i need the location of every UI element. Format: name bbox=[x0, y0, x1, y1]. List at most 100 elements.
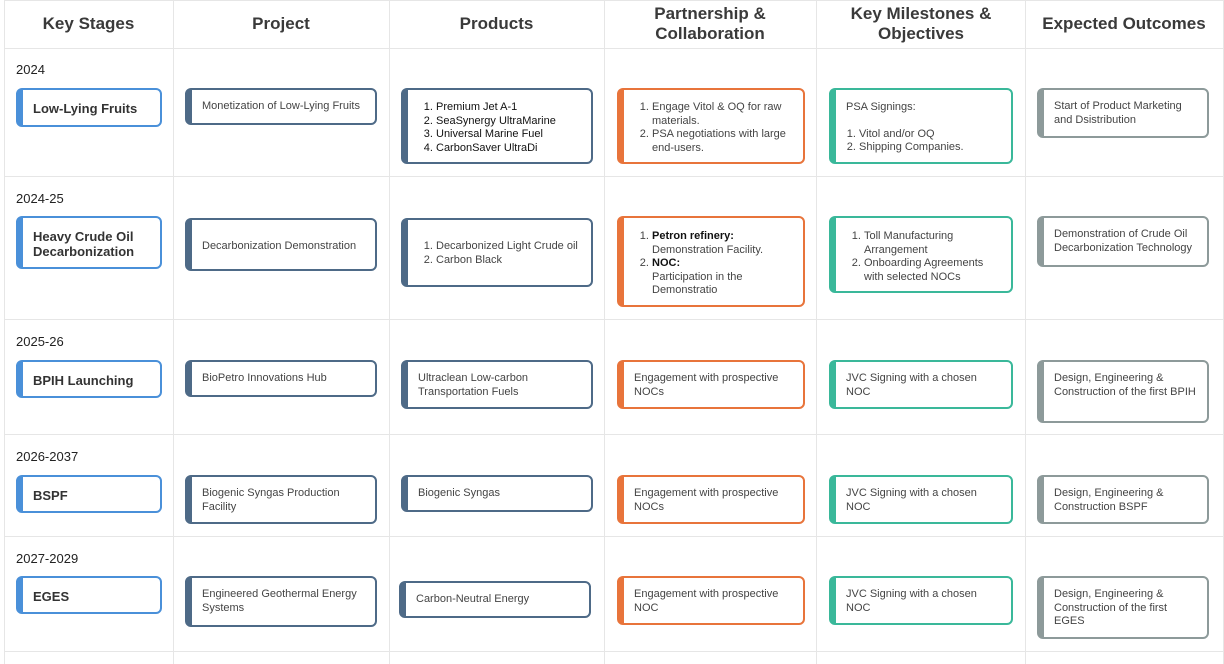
project-card: BioPetro Innovations Hub bbox=[185, 360, 377, 397]
products-list: Decarbonized Light Crude oil Carbon Blac… bbox=[418, 240, 581, 267]
outcome-card: Start of Product Marketing and Dsistribu… bbox=[1037, 88, 1209, 138]
partnership-card: Engagement with prospective NOC bbox=[617, 576, 805, 625]
project-label: Monetization of Low-Lying Fruits bbox=[202, 100, 360, 112]
outcome-label: Demonstration of Crude Oil Decarbonizati… bbox=[1054, 228, 1192, 254]
header-partnership: Partnership & Collaboration bbox=[654, 4, 766, 43]
project-card: Engineered Geothermal Energy Systems bbox=[185, 576, 377, 627]
stage-label: BPIH Launching bbox=[33, 373, 134, 388]
products-card: Premium Jet A-1 SeaSynergy UltraMarine U… bbox=[401, 88, 593, 164]
row-year: 2025-26 bbox=[16, 334, 64, 349]
milestone-label: JVC Signing with a chosen NOC bbox=[846, 487, 977, 513]
header-project: Project bbox=[252, 14, 310, 33]
project-label: Engineered Geothermal Energy Systems bbox=[202, 588, 357, 614]
list-item: SeaSynergy UltraMarine bbox=[436, 115, 581, 129]
stage-card: Low-Lying Fruits bbox=[16, 88, 162, 127]
header-key-stages: Key Stages bbox=[42, 14, 135, 33]
stage-label: EGES bbox=[33, 589, 70, 604]
grid-line bbox=[4, 176, 1224, 177]
project-label: Decarbonization Demonstration bbox=[202, 240, 357, 252]
partnership-card: Engage Vitol & OQ for raw materials. PSA… bbox=[617, 88, 805, 164]
partnership-card: Petron refinery:Demonstration Facility. … bbox=[617, 216, 805, 307]
partnership-list: Engage Vitol & OQ for raw materials. PSA… bbox=[634, 101, 793, 155]
list-item: CarbonSaver UltraDi bbox=[436, 142, 581, 156]
list-item: PSA negotiations with large end-users. bbox=[652, 128, 793, 155]
list-item: Universal Marine Fuel bbox=[436, 128, 581, 142]
grid-line bbox=[604, 0, 605, 664]
milestone-label: JVC Signing with a chosen NOC bbox=[846, 372, 977, 398]
milestone-card: Toll Manufacturing Arrangement Onboardin… bbox=[829, 216, 1013, 293]
item-label: NOC: bbox=[652, 257, 681, 269]
project-card: Monetization of Low-Lying Fruits bbox=[185, 88, 377, 125]
item-label: Petron refinery: bbox=[652, 230, 734, 242]
grid-line bbox=[4, 0, 5, 664]
product-label: Carbon-Neutral Energy bbox=[416, 593, 530, 605]
products-card: Biogenic Syngas bbox=[401, 475, 593, 512]
product-label: Biogenic Syngas bbox=[418, 487, 500, 499]
project-label: BioPetro Innovations Hub bbox=[202, 372, 327, 384]
project-card: Biogenic Syngas Production Facility bbox=[185, 475, 377, 524]
milestone-title: PSA Signings: bbox=[846, 101, 916, 113]
milestone-label: JVC Signing with a chosen NOC bbox=[846, 588, 977, 614]
list-item: Toll Manufacturing Arrangement bbox=[864, 230, 1001, 257]
outcome-label: Design, Engineering & Construction BSPF bbox=[1054, 487, 1164, 513]
milestone-card: PSA Signings: Vitol and/or OQ Shipping C… bbox=[829, 88, 1013, 164]
partnership-label: Engagement with prospective NOC bbox=[634, 588, 779, 614]
list-item: Onboarding Agreements with selected NOCs bbox=[864, 257, 1001, 284]
header-outcomes: Expected Outcomes bbox=[1042, 14, 1206, 33]
outcome-label: Design, Engineering & Construction of th… bbox=[1054, 372, 1196, 398]
outcome-card: Design, Engineering & Construction of th… bbox=[1037, 576, 1209, 639]
partnership-label: Engagement with prospective NOCs bbox=[634, 372, 779, 398]
stage-label: BSPF bbox=[33, 488, 68, 503]
products-list: Premium Jet A-1 SeaSynergy UltraMarine U… bbox=[418, 101, 581, 155]
products-card: Decarbonized Light Crude oil Carbon Blac… bbox=[401, 218, 593, 287]
grid-line bbox=[1025, 0, 1026, 664]
stage-card: Heavy Crude Oil Decarbonization bbox=[16, 216, 162, 269]
list-item: Petron refinery:Demonstration Facility. bbox=[652, 230, 793, 257]
row-year: 2027-2029 bbox=[16, 551, 79, 566]
outcome-label: Design, Engineering & Construction of th… bbox=[1054, 588, 1168, 627]
partnership-card: Engagement with prospective NOCs bbox=[617, 475, 805, 524]
list-item: Engage Vitol & OQ for raw materials. bbox=[652, 101, 793, 128]
outcome-label: Start of Product Marketing and Dsistribu… bbox=[1054, 100, 1182, 126]
milestone-card: JVC Signing with a chosen NOC bbox=[829, 475, 1013, 524]
product-label: Ultraclean Low-carbon Transportation Fue… bbox=[418, 372, 529, 398]
item-text: Participation in the Demonstratio bbox=[652, 270, 743, 297]
item-text: Demonstration Facility. bbox=[652, 243, 764, 256]
stage-card: EGES bbox=[16, 576, 162, 614]
row-year: 2026-2037 bbox=[16, 449, 79, 464]
list-item: Carbon Black bbox=[436, 254, 581, 268]
grid-line bbox=[4, 536, 1224, 537]
list-item: Shipping Companies. bbox=[859, 141, 1001, 155]
grid-line bbox=[389, 0, 390, 664]
list-item: Vitol and/or OQ bbox=[859, 128, 1001, 142]
milestone-card: JVC Signing with a chosen NOC bbox=[829, 360, 1013, 409]
list-item: Decarbonized Light Crude oil bbox=[436, 240, 581, 254]
list-item: Premium Jet A-1 bbox=[436, 101, 581, 115]
milestone-list: Toll Manufacturing Arrangement Onboardin… bbox=[846, 230, 1001, 284]
grid-line bbox=[4, 651, 1224, 652]
grid-line bbox=[173, 0, 174, 664]
list-item: NOC:Participation in the Demonstratio bbox=[652, 257, 793, 298]
project-label: Biogenic Syngas Production Facility bbox=[202, 487, 340, 513]
partnership-label: Engagement with prospective NOCs bbox=[634, 487, 779, 513]
row-year: 2024-25 bbox=[16, 191, 64, 206]
grid-line bbox=[4, 319, 1224, 320]
stage-card: BPIH Launching bbox=[16, 360, 162, 398]
project-card: Decarbonization Demonstration bbox=[185, 218, 377, 271]
stage-label: Heavy Crude Oil Decarbonization bbox=[33, 229, 135, 259]
stage-card: BSPF bbox=[16, 475, 162, 513]
products-card: Carbon-Neutral Energy bbox=[399, 581, 591, 618]
stage-label: Low-Lying Fruits bbox=[33, 101, 138, 116]
header-products: Products bbox=[459, 14, 534, 33]
milestone-list: Vitol and/or OQ Shipping Companies. bbox=[846, 128, 1001, 155]
partnership-list: Petron refinery:Demonstration Facility. … bbox=[634, 230, 793, 298]
outcome-card: Demonstration of Crude Oil Decarbonizati… bbox=[1037, 216, 1209, 267]
milestone-card: JVC Signing with a chosen NOC bbox=[829, 576, 1013, 625]
outcome-card: Design, Engineering & Construction of th… bbox=[1037, 360, 1209, 423]
grid-line bbox=[4, 48, 1224, 49]
grid-line bbox=[4, 0, 1224, 1]
row-year: 2024 bbox=[16, 62, 45, 77]
partnership-card: Engagement with prospective NOCs bbox=[617, 360, 805, 409]
grid-line bbox=[816, 0, 817, 664]
outcome-card: Design, Engineering & Construction BSPF bbox=[1037, 475, 1209, 524]
